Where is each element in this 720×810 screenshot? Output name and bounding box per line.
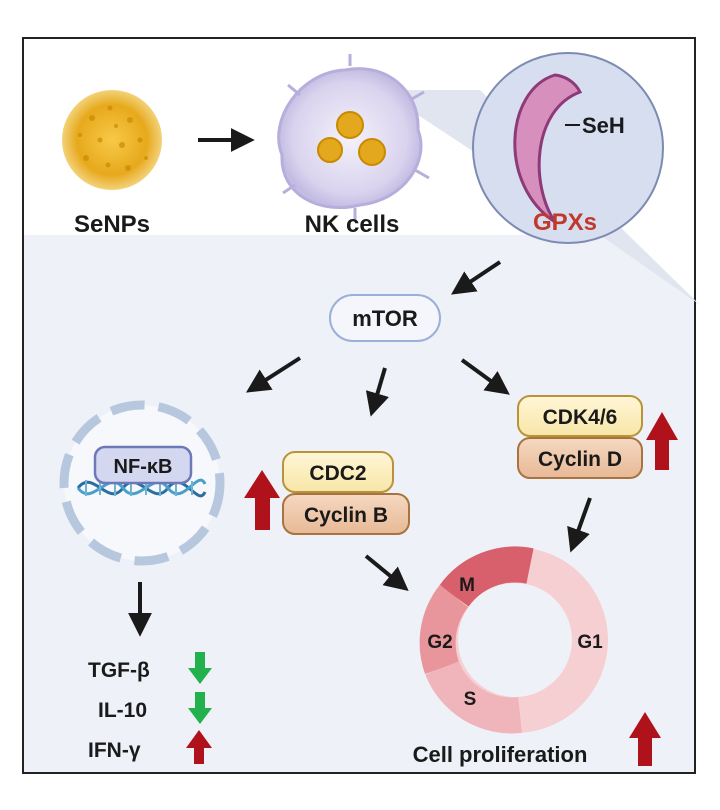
arrow-cyclin-b-to-cycle xyxy=(364,554,409,592)
arrow-mtor-to-cdk46 xyxy=(460,358,510,395)
phase-m-label: M xyxy=(459,575,475,596)
up-arrow-icon xyxy=(629,712,661,766)
arrow-mtor-to-nfkb xyxy=(245,356,302,393)
mtor-label: mTOR xyxy=(352,306,418,331)
senps-particle-icon xyxy=(62,90,162,190)
cytokine-ifn-gamma: IFN-γ xyxy=(88,739,141,762)
up-arrow-icon xyxy=(646,412,678,470)
phase-m-segment xyxy=(439,546,534,608)
cell-proliferation-label: Cell proliferation xyxy=(413,742,588,767)
cdk46-node xyxy=(517,395,643,437)
cdc2-node xyxy=(282,451,394,493)
down-arrow-icon xyxy=(188,692,212,724)
nk-cell-icon xyxy=(277,54,430,220)
arrow-mtor-to-cdc2 xyxy=(365,367,389,417)
arrow-cyclin-d-to-cycle xyxy=(567,497,592,553)
cytokine-tgf-beta: TGF-β xyxy=(88,659,150,682)
nfkb-label: NF-κB xyxy=(114,456,173,478)
cell-cycle-ring xyxy=(419,546,608,734)
down-arrow-icon xyxy=(188,652,212,684)
nk-cells-label: NK cells xyxy=(305,211,400,238)
phase-s-label: S xyxy=(464,689,477,710)
nfkb-node xyxy=(93,445,193,485)
phase-g2-segment xyxy=(419,584,469,675)
phase-s-segment xyxy=(425,660,522,734)
cyclin-d-label: Cyclin D xyxy=(538,448,622,471)
seh-label: SeH xyxy=(582,113,625,138)
cyclin-b-node xyxy=(282,493,410,535)
cdc2-label: CDC2 xyxy=(309,462,366,485)
gpx-enzyme-icon xyxy=(513,73,583,224)
up-arrow-icon xyxy=(244,470,280,530)
mtor-node xyxy=(329,294,441,342)
cytokine-il-10: IL-10 xyxy=(98,699,147,722)
cyclin-d-node xyxy=(517,437,643,479)
gpx-zoom-circle xyxy=(472,52,664,244)
gpxs-label: GPXs xyxy=(533,209,597,236)
phase-g2-label: G2 xyxy=(427,632,452,653)
up-arrow-icon xyxy=(186,730,212,764)
senps-label: SeNPs xyxy=(74,211,150,238)
cdk46-label: CDK4/6 xyxy=(543,406,618,429)
dna-icon xyxy=(76,478,207,498)
cyclin-b-label: Cyclin B xyxy=(304,504,388,527)
arrow-gpx-to-mtor xyxy=(451,260,502,295)
phase-g1-label: G1 xyxy=(577,632,603,653)
